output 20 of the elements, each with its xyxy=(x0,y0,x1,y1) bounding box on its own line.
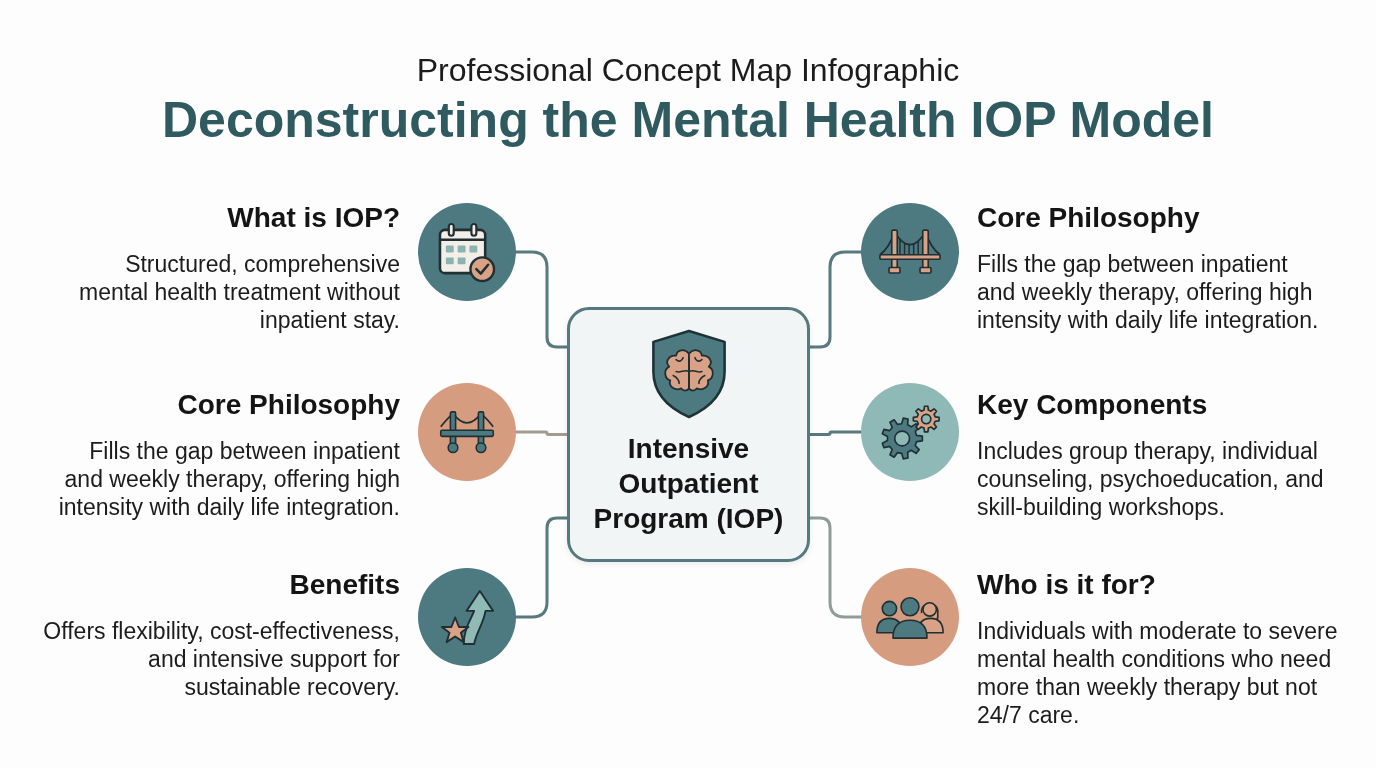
topic-description: Individuals with moderate to severe mental health conditions who need more than weekly therapy but not 24/7 care. xyxy=(977,617,1339,729)
topic-description: Fills the gap between inpatient and weekly therapy, offering high intensity with daily life integration. xyxy=(57,437,400,521)
topic-heading: Core Philosophy xyxy=(177,388,400,422)
concept-title: Intensive Outpatient Program (IOP) xyxy=(592,432,785,536)
connector-line xyxy=(808,250,863,349)
topic-description: Fills the gap between inpatient and weekly therapy, offering high intensity with daily life integration. xyxy=(977,250,1320,334)
topic-heading: Key Components xyxy=(977,388,1208,422)
central-concept-box xyxy=(567,307,810,562)
topic-description: Offers flexibility, cost-effectiveness, and intensive support for sustainable recovery. xyxy=(42,617,400,701)
connector-line xyxy=(514,516,569,619)
topic-description: Structured, comprehensive mental health treatment without inpatient stay. xyxy=(78,250,400,334)
subtitle: Professional Concept Map Infographic xyxy=(416,51,960,89)
main-title: Deconstructing the Mental Health IOP Model xyxy=(162,91,1214,150)
topic-description: Includes group therapy, individual counseling, psychoeducation, and skill-building workshops. xyxy=(977,437,1325,521)
connector-line xyxy=(808,430,863,436)
topic-heading: Core Philosophy xyxy=(977,201,1200,235)
topic-heading: Who is it for? xyxy=(977,568,1156,602)
topic-heading: What is IOP? xyxy=(227,201,400,235)
connector-line xyxy=(808,516,863,619)
topic-heading: Benefits xyxy=(289,568,400,602)
